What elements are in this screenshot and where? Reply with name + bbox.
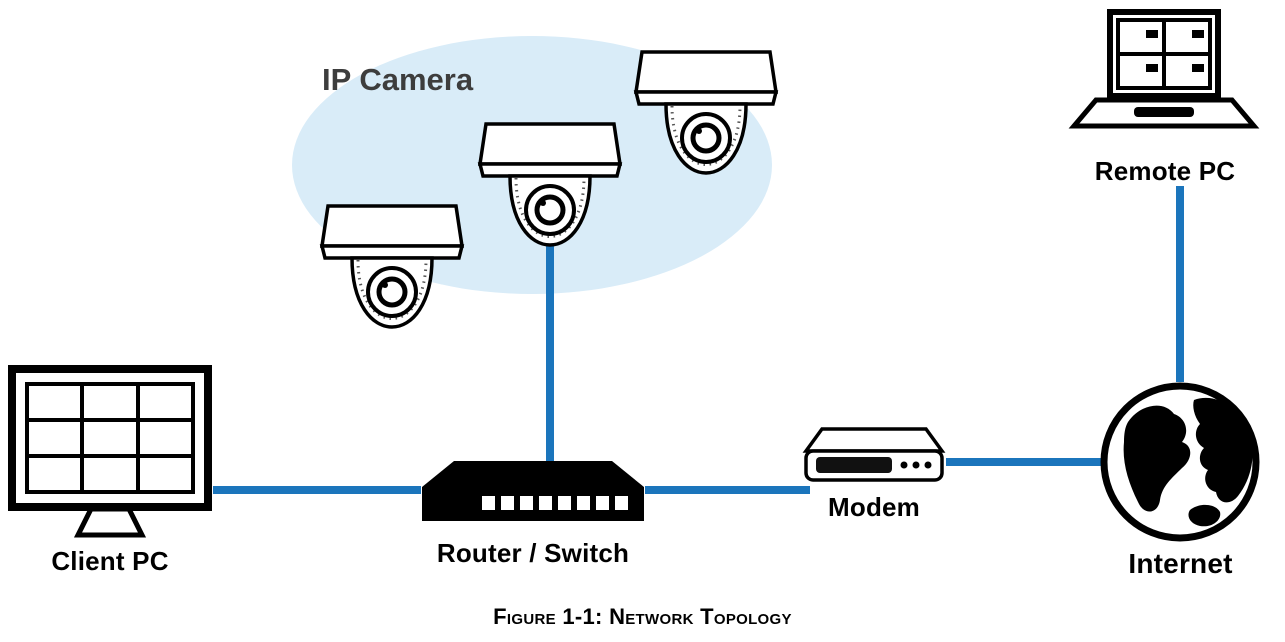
connection-line-ip-camera-router	[546, 244, 554, 464]
modem-icon	[798, 424, 950, 486]
remote-pc-icon	[1062, 8, 1262, 136]
modem-label: Modem	[828, 492, 920, 522]
router-icon	[418, 458, 648, 524]
connection-line-client-pc-router	[213, 486, 421, 494]
connection-line-internet-remote-pc	[1176, 186, 1184, 382]
dome-camera-icon-1	[312, 200, 472, 340]
client-pc-label: Client PC	[51, 546, 169, 576]
dome-camera-icon-2	[470, 118, 630, 258]
client-pc-icon	[5, 362, 215, 540]
internet-label: Internet	[1128, 548, 1233, 579]
internet-globe-icon	[1098, 378, 1263, 546]
figure-caption: Figure 1-1: Network Topology	[493, 604, 792, 629]
connection-line-modem-internet	[946, 458, 1106, 466]
remote-pc-label: Remote PC	[1094, 156, 1236, 186]
dome-camera-icon-3	[626, 46, 786, 186]
router-label: Router / Switch	[436, 538, 630, 568]
connection-line-router-modem	[645, 486, 810, 494]
ip-camera-group-label: IP Camera	[322, 62, 474, 97]
